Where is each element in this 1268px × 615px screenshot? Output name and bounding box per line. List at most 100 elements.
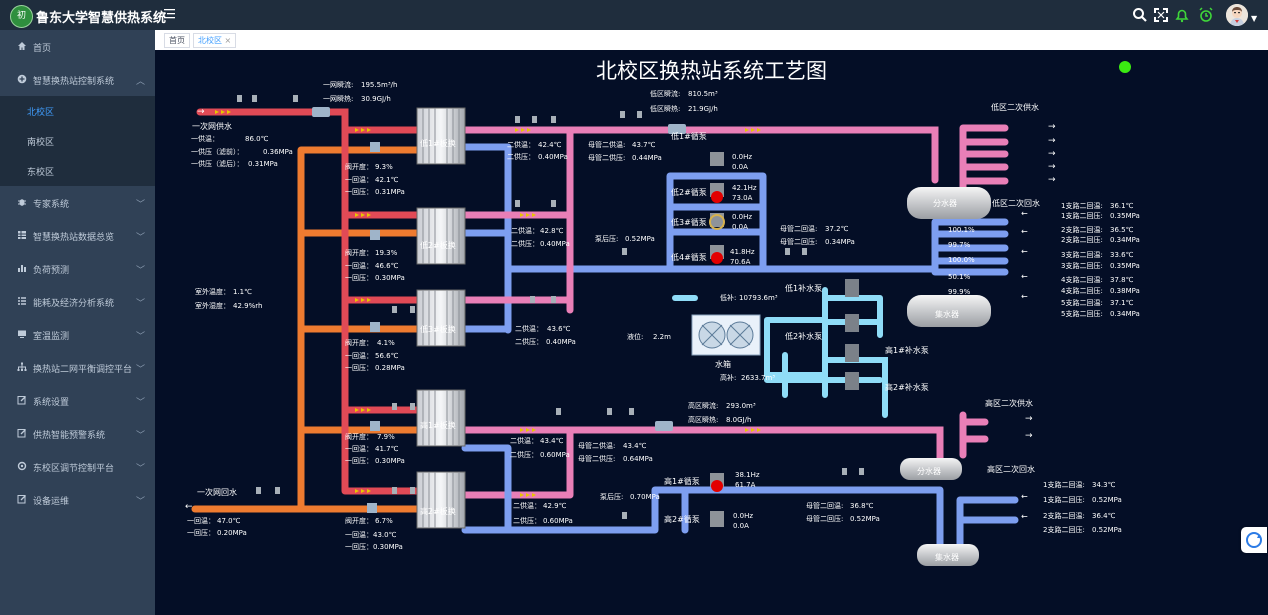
- branch-3-press-label: 3支路二回压:: [1061, 262, 1103, 270]
- ex4-supply-press-value: 0.60MPa: [540, 451, 570, 459]
- alarm-clock-icon[interactable]: [1198, 7, 1214, 23]
- chevron-down-icon: ﹀: [136, 233, 146, 243]
- low-pump-4-name[interactable]: 低4#循泵: [671, 253, 707, 262]
- sidebar-item-warning-system[interactable]: 供热智能预警系统﹀: [0, 417, 155, 450]
- sidebar-item-expert-system[interactable]: 专家系统﹀: [0, 186, 155, 219]
- sidebar-subitem-label: 东校区: [27, 168, 55, 178]
- sidebar-item-load-forecast[interactable]: 负荷预测﹀: [0, 252, 155, 285]
- high-makeup-pump-2-name[interactable]: 高2#补水泵: [885, 383, 929, 392]
- low-zone-heat-label: 低区瞬热:: [650, 105, 681, 113]
- sidebar-subitem-north-campus[interactable]: 北校区: [0, 96, 155, 126]
- low-collector-label: 集水器: [935, 310, 959, 319]
- high-main-return-temp-label: 母管二回温:: [806, 502, 844, 510]
- sidebar-item-east-control[interactable]: 东校区调节控制平台﹀: [0, 450, 155, 483]
- high-main-supply-temp-value: 43.4℃: [623, 442, 647, 450]
- high-pump-2-name[interactable]: 高2#循泵: [664, 515, 700, 524]
- refresh-icon: [1246, 532, 1262, 548]
- bell-icon[interactable]: [1174, 7, 1190, 23]
- high-pump-2-hz: 0.0Hz: [733, 512, 754, 520]
- ex3-supply-temp-value: 43.6℃: [547, 325, 571, 333]
- sidebar-subitem-label: 北校区: [27, 108, 55, 118]
- branch-5-press-value: 0.34MPa: [1110, 310, 1140, 318]
- low-main-return-press-label: 母管二回压:: [780, 238, 818, 246]
- chevron-down-icon: ﹀: [136, 497, 146, 507]
- sidebar-item-label: 负荷预测: [33, 266, 70, 276]
- low-makeup-value: 10793.6m³: [739, 294, 778, 302]
- sidebar-item-label: 智慧换热站控制系统: [33, 77, 115, 87]
- outdoor-humidity-value: 42.9%rh: [233, 302, 263, 310]
- ex5-supply-press-value: 0.60MPa: [543, 517, 573, 525]
- process-diagram-panel: 北校区换热站系统工艺图 → 一次网供水 一供温： 86.0℃ 一供压（滤前）： …: [155, 50, 1268, 615]
- tab-home[interactable]: 首页: [164, 33, 190, 48]
- sidebar-item-balance-platform[interactable]: 换热站二网平衡调控平台﹀: [0, 351, 155, 384]
- floating-assistant-button[interactable]: [1241, 527, 1267, 553]
- sidebar-item-energy-analysis[interactable]: 能耗及经济分析系统﹀: [0, 285, 155, 318]
- app-title: 鲁东大学智慧供热系统: [36, 11, 167, 26]
- ex3-return-temp-label: 一回温：: [345, 352, 373, 360]
- primary-supply-press-before-label: 一供压（滤前）：: [191, 148, 244, 156]
- ex3-supply-press-value: 0.40MPa: [546, 338, 576, 346]
- ex5-supply-press-label: 二供压：: [513, 517, 541, 525]
- valves-and-meters: [312, 107, 686, 513]
- exchanger-low1-name[interactable]: 低1#板换: [420, 139, 456, 148]
- high-makeup-pump-1-name[interactable]: 高1#补水泵: [885, 346, 929, 355]
- low-pump-3-name[interactable]: 低3#循泵: [671, 218, 707, 227]
- low-makeup-pump-2-name[interactable]: 低2补水泵: [785, 332, 823, 341]
- avatar[interactable]: [1226, 4, 1248, 26]
- ex5-valve-value: 6.7%: [375, 517, 393, 525]
- sidebar-item-data-overview[interactable]: 智慧换热站数据总览 ﹀: [0, 219, 155, 252]
- search-icon[interactable]: [1132, 7, 1148, 23]
- low-main-return-temp-label: 母管二回温:: [780, 225, 818, 233]
- chevron-down-icon: ﹀: [136, 332, 146, 342]
- exchanger-low2-name[interactable]: 低2#板换: [420, 241, 456, 250]
- high-zone-heat-label: 高区瞬热:: [688, 416, 719, 424]
- primary-supply-label: 一次网供水: [192, 122, 232, 131]
- ex3-supply-press-label: 二供压：: [515, 338, 543, 346]
- ex3-valve-label: 阀开度：: [345, 339, 373, 347]
- exchanger-high2-name[interactable]: 高2#板换: [420, 507, 456, 516]
- low-return-arrow-5: ←: [1021, 292, 1028, 301]
- ex4-valve-value: 7.9%: [377, 433, 395, 441]
- sidebar-item-label: 智慧换热站数据总览: [33, 233, 115, 243]
- exchanger-low3-name[interactable]: 低3#板换: [420, 325, 456, 334]
- sidebar-item-maintenance[interactable]: 设备运维﹀: [0, 483, 155, 516]
- low-pump-3-amp: 0.0A: [732, 223, 748, 231]
- ex2-return-temp-value: 46.6℃: [375, 262, 399, 270]
- low-main-return-press-value: 0.34MPa: [825, 238, 855, 246]
- ex2-supply-press-value: 0.40MPa: [540, 240, 570, 248]
- high-branch-2-press-value: 0.52MPa: [1092, 526, 1122, 534]
- avatar-dropdown-caret-icon[interactable]: ▼: [1251, 14, 1258, 23]
- high-pump-1-hz: 38.1Hz: [735, 471, 760, 479]
- low-pump-2-amp: 73.0A: [732, 194, 753, 202]
- ex4-supply-temp-label: 二供温：: [510, 437, 538, 445]
- primary-supply-temp-label: 一供温：: [191, 135, 219, 143]
- high-pump-1-name[interactable]: 高1#循泵: [664, 477, 700, 486]
- low-main-supply-press-value: 0.44MPa: [632, 154, 662, 162]
- primary-supply-press-after-value: 0.31MPa: [248, 160, 278, 168]
- sidebar-subitem-south-campus[interactable]: 南校区: [0, 126, 155, 156]
- ex3-supply-temp-label: 二供温：: [515, 325, 543, 333]
- low-makeup-pump-1-name[interactable]: 低1补水泵: [785, 284, 823, 293]
- sidebar-item-room-temp[interactable]: 室温监测﹀: [0, 318, 155, 351]
- bar-chart-icon: [18, 265, 26, 272]
- sitemap-icon: [17, 362, 27, 371]
- low-pump-2-name[interactable]: 低2#循泵: [671, 188, 707, 197]
- tab-close-icon[interactable]: ×: [224, 36, 232, 45]
- sidebar-item-heat-station-control[interactable]: 智慧换热站控制系统 ︿: [0, 63, 155, 96]
- low-pump-1-amp: 0.0A: [732, 163, 748, 171]
- ex4-return-temp-value: 41.7℃: [375, 445, 399, 453]
- ex1-supply-press-value: 0.40MPa: [538, 153, 568, 161]
- primary-return-temp-value: 47.0℃: [217, 517, 241, 525]
- menu-toggle-icon[interactable]: [164, 8, 176, 20]
- branch-valve-1: 100.1%: [948, 226, 975, 234]
- low-distributor-label: 分水器: [933, 199, 957, 208]
- tab-north-campus[interactable]: 北校区 ×: [193, 33, 237, 48]
- low-pump-1-name[interactable]: 低1#循泵: [671, 132, 707, 141]
- sidebar-item-system-settings[interactable]: 系统设置﹀: [0, 384, 155, 417]
- sidebar-subitem-east-campus[interactable]: 东校区: [0, 156, 155, 186]
- sidebar-item-home[interactable]: 首页: [0, 30, 155, 63]
- tank-level-label: 液位:: [627, 333, 644, 341]
- exchanger-high1-name[interactable]: 高1#板换: [420, 421, 456, 430]
- fullscreen-icon[interactable]: [1153, 7, 1169, 23]
- ex1-supply-temp-label: 二供温：: [507, 141, 535, 149]
